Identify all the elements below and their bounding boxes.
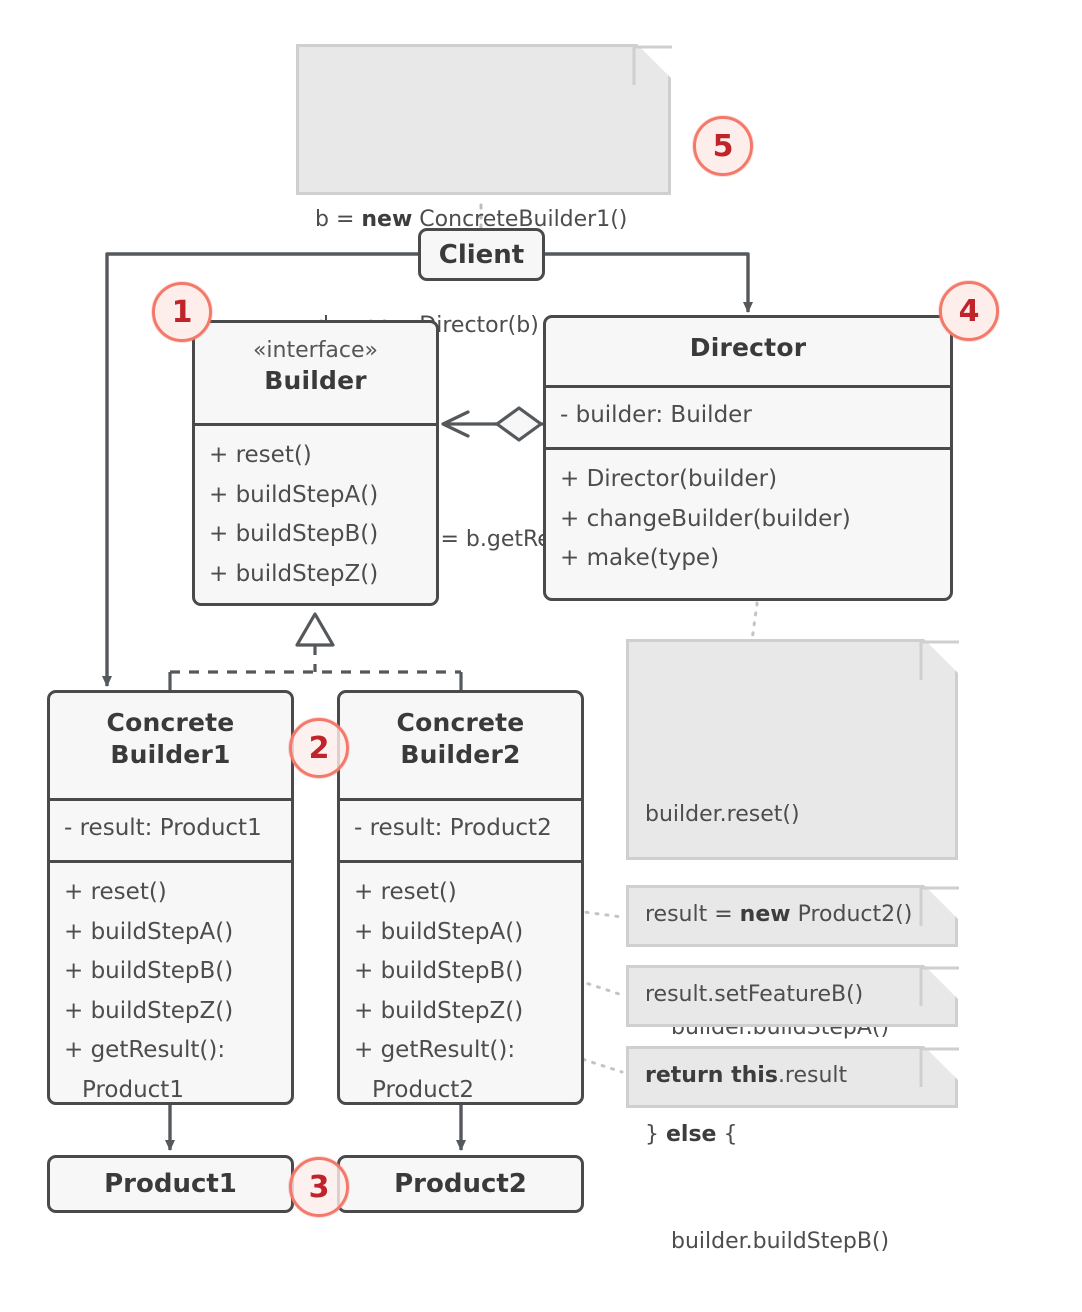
concrete-builder2-method: + buildStepA() [354, 918, 524, 945]
step-badge-3-number: 3 [308, 1169, 330, 1205]
step-badge-5: 5 [693, 116, 753, 176]
concrete-builder2-header: Concrete Builder2 [340, 693, 581, 798]
concrete-builder2-attributes: - result: Product2 [340, 798, 581, 860]
class-box-director[interactable]: Director - builder: Builder + Director(b… [543, 315, 953, 601]
concrete-builder1-methods: + reset() + buildStepA() + buildStepB() … [50, 860, 291, 1103]
concrete-builder2-method: + reset() [354, 879, 457, 905]
class-box-builder[interactable]: «interface» Builder + reset() + buildSte… [192, 320, 439, 606]
class-name-product2: Product2 [394, 1169, 527, 1199]
director-attribute: - builder: Builder [560, 402, 752, 428]
note-fold-corner [924, 965, 958, 999]
concrete-builder2-attribute: - result: Product2 [354, 815, 552, 841]
step-badge-3: 3 [289, 1157, 349, 1217]
class-box-concrete-builder2[interactable]: Concrete Builder2 - result: Product2 + r… [337, 690, 584, 1105]
director-header: Director [546, 318, 950, 385]
concrete-builder1-header: Concrete Builder1 [50, 693, 291, 798]
concrete-builder1-method: + buildStepB() [64, 958, 234, 985]
step-badge-4-number: 4 [958, 293, 980, 329]
client-code-note: b = new ConcreteBuilder1() d = new Direc… [296, 44, 672, 552]
concrete-builder2-methods: + reset() + buildStepA() + buildStepB() … [340, 860, 581, 1103]
concrete-builder2-method: + buildStepZ() [354, 997, 524, 1024]
concrete-builder2-class-name-line1: Concrete [396, 708, 525, 737]
director-methods: + Director(builder) + changeBuilder(buil… [546, 447, 950, 590]
note-line: b = new ConcreteBuilder1() [315, 206, 628, 232]
concrete-builder2-method: + buildStepB() [354, 958, 524, 985]
buildstepb-implementation-note: result.setFeatureB() [626, 965, 959, 1027]
builder-method: + buildStepB() [209, 521, 379, 548]
concrete-builder1-method: + reset() [64, 879, 167, 905]
builder-class-name: Builder [264, 365, 367, 395]
builder-method: + buildStepA() [209, 481, 379, 508]
concrete-builder1-attributes: - result: Product1 [50, 798, 291, 860]
step-badge-1-number: 1 [171, 294, 193, 330]
class-name-product1: Product1 [104, 1169, 237, 1199]
builder-methods: + reset() + buildStepA() + buildStepB() … [195, 423, 436, 603]
class-box-client[interactable]: Client [418, 228, 545, 281]
concrete-builder2-class-name-line2: Builder2 [400, 740, 521, 769]
concrete-builder2-method: + getResult(): [354, 1037, 516, 1064]
note-line: builder.buildStepB() [671, 1229, 890, 1254]
builder-stereotype: «interface» [252, 338, 379, 363]
note-fold-corner [924, 639, 958, 673]
step-badge-2-number: 2 [308, 730, 330, 766]
note-line: } else { [645, 1122, 738, 1148]
class-name-client: Client [438, 239, 525, 270]
concrete-builder1-method: + buildStepZ() [64, 997, 234, 1024]
director-make-code-note: builder.reset() if (type == "simple") { … [626, 639, 959, 1254]
step-badge-2: 2 [289, 718, 349, 778]
getresult-implementation-note: return this.result [626, 1046, 959, 1108]
note-fold-corner [924, 1046, 958, 1080]
note-line: result.setFeatureB() [645, 982, 864, 1008]
builder-header: «interface» Builder [195, 323, 436, 423]
step-badge-1: 1 [152, 282, 212, 342]
class-box-product1[interactable]: Product1 [47, 1155, 294, 1213]
step-badge-4: 4 [939, 281, 999, 341]
director-method: + make(type) [560, 545, 720, 572]
note-line: builder.reset() [645, 801, 800, 827]
reset-implementation-note: result = new Product2() [626, 885, 959, 947]
class-box-concrete-builder1[interactable]: Concrete Builder1 - result: Product1 + r… [47, 690, 294, 1105]
builder-method: + reset() [209, 442, 312, 468]
concrete-builder1-method: + getResult(): [64, 1037, 226, 1064]
concrete-builder1-method-continuation: Product1 [82, 1076, 184, 1103]
note-line: return this.result [645, 1063, 848, 1089]
director-class-name: Director [689, 333, 807, 362]
concrete-builder1-attribute: - result: Product1 [64, 815, 262, 841]
class-box-product2[interactable]: Product2 [337, 1155, 584, 1213]
director-attributes: - builder: Builder [546, 385, 950, 447]
builder-method: + buildStepZ() [209, 560, 379, 587]
note-fold-corner [924, 885, 958, 919]
director-method: + changeBuilder(builder) [560, 505, 851, 532]
concrete-builder1-class-name-line2: Builder1 [110, 740, 231, 769]
concrete-builder1-class-name-line1: Concrete [106, 708, 235, 737]
step-badge-5-number: 5 [712, 128, 734, 164]
director-method: + Director(builder) [560, 466, 778, 492]
note-fold-corner [637, 44, 671, 78]
concrete-builder2-method-continuation: Product2 [372, 1076, 474, 1103]
concrete-builder1-method: + buildStepA() [64, 918, 234, 945]
note-line: result = new Product2() [645, 902, 913, 928]
